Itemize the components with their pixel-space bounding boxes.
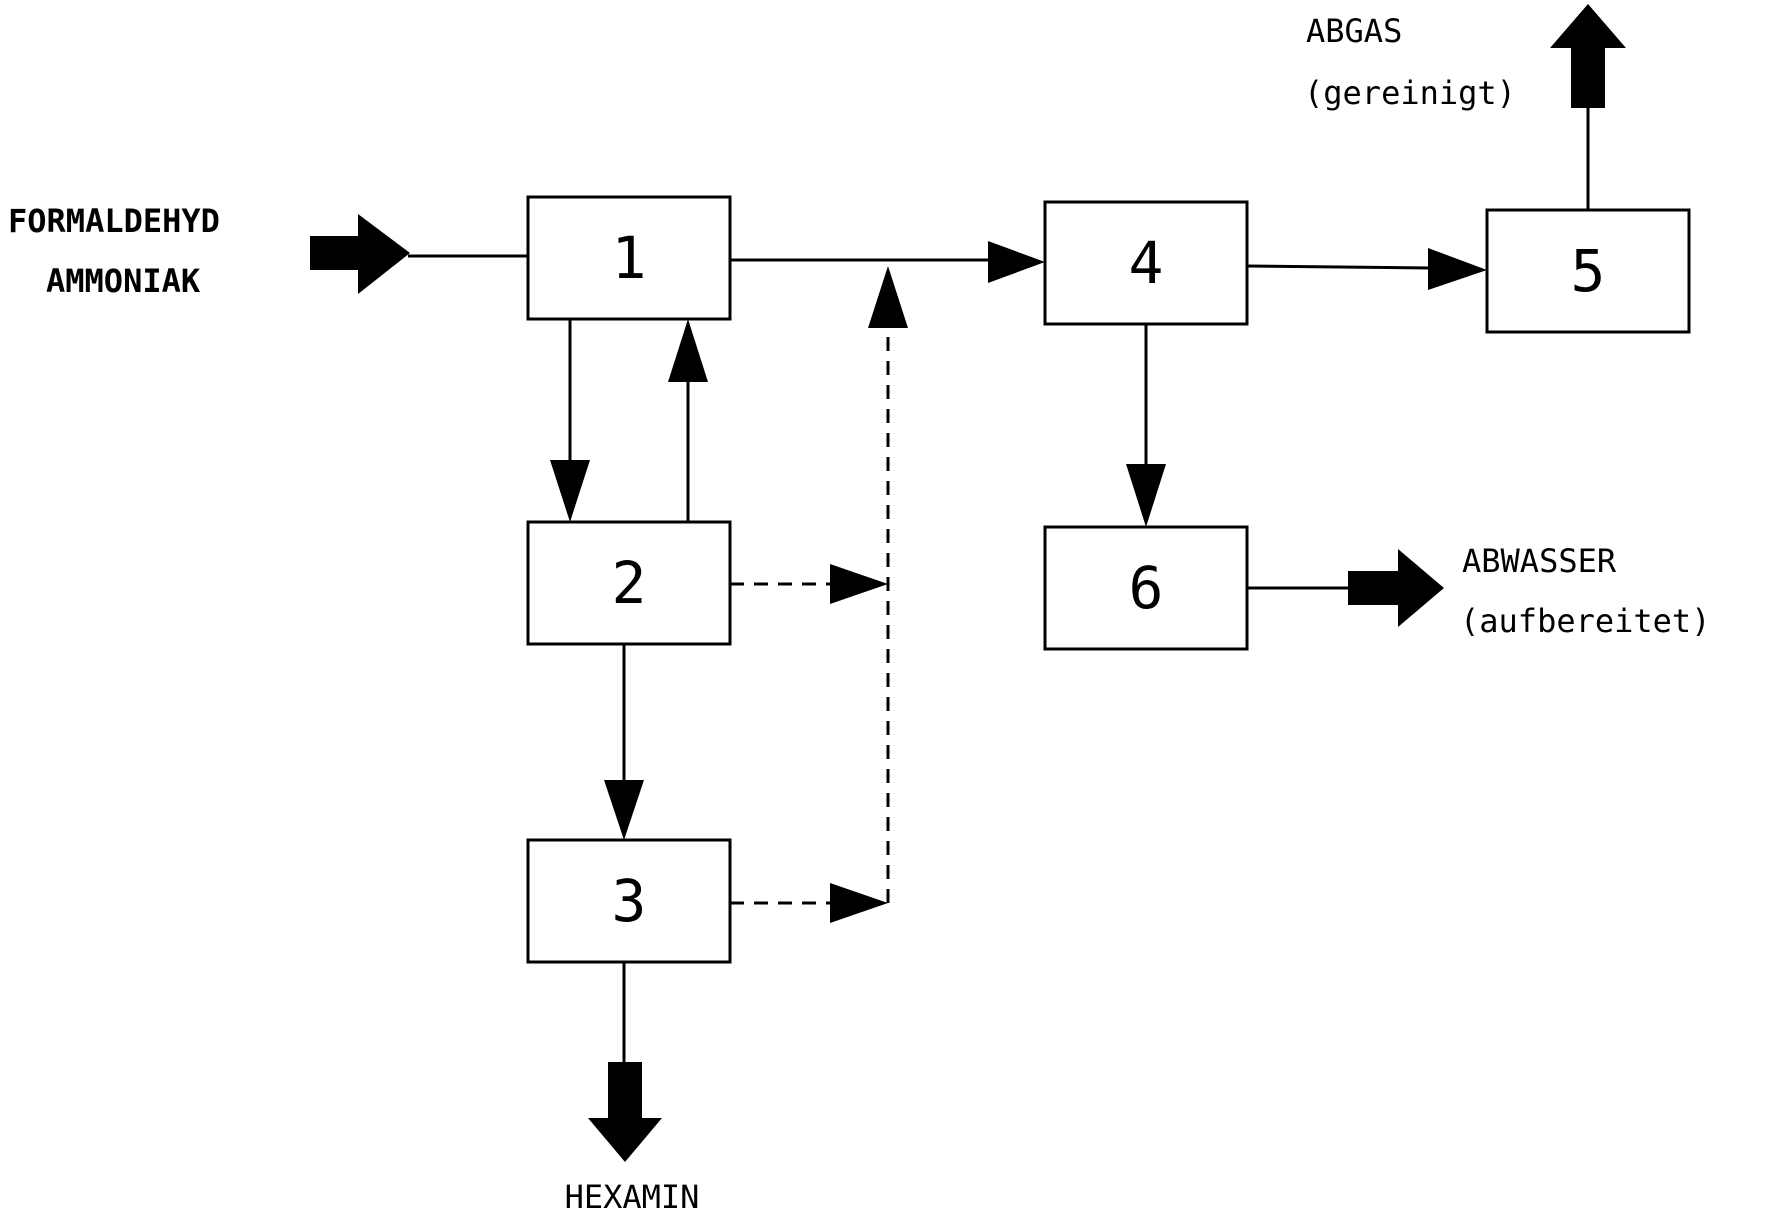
- box-5-label: 5: [1571, 237, 1606, 305]
- exhaust-thick-arrow: [1550, 4, 1626, 210]
- product-label-hexamin: HEXAMIN: [565, 1178, 700, 1216]
- arrow-2-to-recycle: [730, 564, 888, 604]
- arrow-1-to-2: [550, 319, 590, 522]
- arrow-4-to-5: [1246, 248, 1487, 290]
- wastewater-label-abwasser: ABWASSER: [1462, 542, 1617, 580]
- input-label-formaldehyd: FORMALDEHYD: [8, 202, 220, 240]
- box-5: 5: [1485, 208, 1691, 334]
- arrow-1-to-4: [730, 241, 1045, 283]
- arrow-4-to-6: [1126, 324, 1166, 527]
- exhaust-label-gereinigt: (gereinigt): [1304, 74, 1516, 112]
- arrow-2-to-3: [604, 644, 644, 840]
- input-label-ammoniak: AMMONIAK: [46, 262, 201, 300]
- box-3-label: 3: [612, 867, 647, 935]
- product-thick-arrow: [588, 962, 662, 1162]
- box-6: 6: [1043, 525, 1249, 651]
- wastewater-thick-arrow: [1247, 549, 1444, 627]
- input-thick-arrow: [310, 214, 528, 294]
- box-2: 2: [526, 520, 732, 646]
- box-4: 4: [1043, 200, 1249, 326]
- box-3: 3: [526, 838, 732, 964]
- exhaust-label-abgas: ABGAS: [1306, 12, 1402, 50]
- box-1-label: 1: [612, 224, 647, 292]
- wastewater-label-aufbereitet: (aufbereitet): [1460, 602, 1710, 640]
- arrow-2-to-1: [668, 319, 708, 522]
- recycle-dashed-line: [868, 266, 908, 903]
- box-4-label: 4: [1129, 229, 1164, 297]
- box-2-label: 2: [612, 549, 647, 617]
- box-1: 1: [526, 195, 732, 321]
- box-6-label: 6: [1129, 554, 1164, 622]
- arrow-3-to-recycle: [730, 883, 888, 923]
